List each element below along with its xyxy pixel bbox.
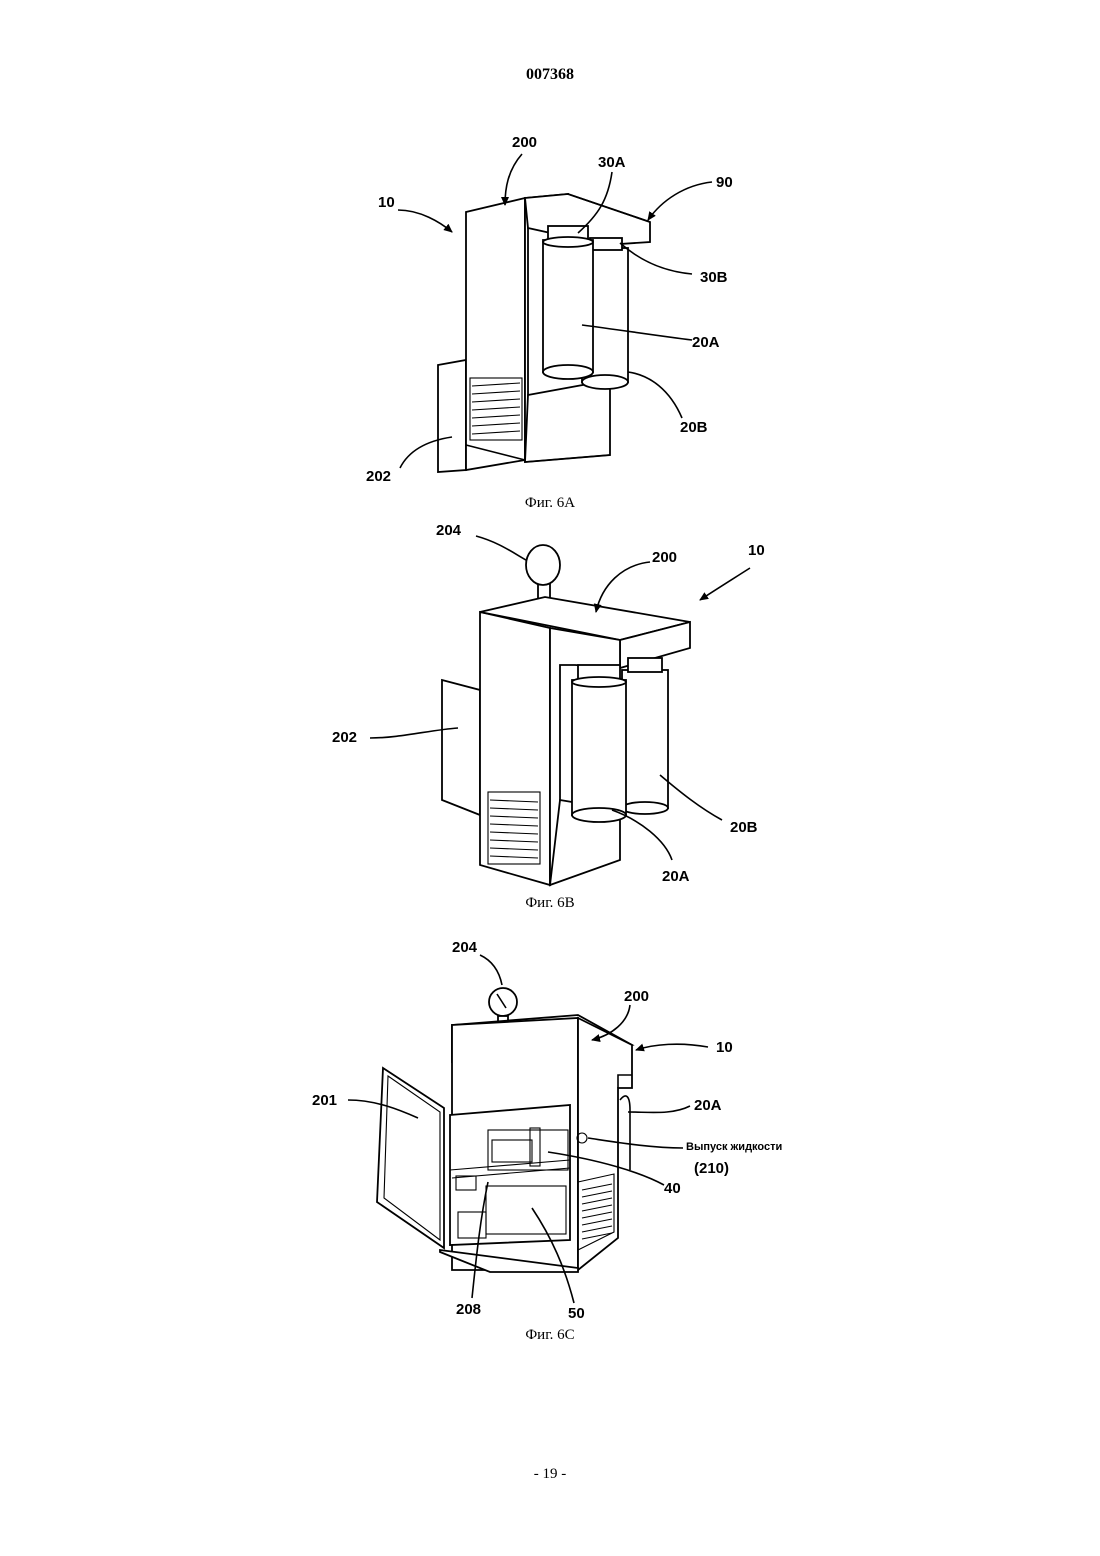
label-90: 90 — [716, 174, 733, 191]
label-202: 202 — [366, 468, 391, 485]
figure-6c: 204 200 10 201 20A Выпуск жидкости (210)… — [0, 935, 1100, 1355]
figure-6a-caption: Фиг. 6A — [0, 495, 1100, 512]
label-50: 50 — [568, 1305, 585, 1322]
figure-6a-drawing: 200 30A 90 10 30B 20A 20B 202 — [0, 120, 1100, 500]
label-20a: 20A — [692, 334, 720, 351]
page-number: - 19 - — [0, 1466, 1100, 1483]
label-210: (210) — [694, 1160, 729, 1177]
label-208: 208 — [456, 1301, 481, 1318]
label-10: 10 — [716, 1039, 733, 1056]
label-200: 200 — [652, 549, 677, 566]
document-number: 007368 — [0, 66, 1100, 84]
label-204: 204 — [452, 939, 478, 956]
label-201: 201 — [312, 1092, 337, 1109]
label-200: 200 — [512, 134, 537, 151]
figure-6c-caption: Фиг. 6C — [0, 1327, 1100, 1344]
label-10: 10 — [378, 194, 395, 211]
label-20b: 20B — [680, 419, 708, 436]
label-202: 202 — [332, 729, 357, 746]
label-20b: 20B — [730, 819, 758, 836]
label-40: 40 — [664, 1180, 681, 1197]
label-liquid-outlet: Выпуск жидкости — [686, 1141, 782, 1153]
figure-6a: 200 30A 90 10 30B 20A 20B 202 Фиг. 6A — [0, 120, 1100, 520]
label-30b: 30B — [700, 269, 728, 286]
label-10: 10 — [748, 542, 765, 559]
figure-6c-drawing: 204 200 10 201 20A Выпуск жидкости (210)… — [0, 935, 1100, 1345]
figure-6b-caption: Фиг. 6B — [0, 895, 1100, 912]
label-20a: 20A — [662, 868, 690, 885]
label-200: 200 — [624, 988, 649, 1005]
figure-6b-drawing: 204 200 10 202 20B 20A — [0, 515, 1100, 915]
label-20a: 20A — [694, 1097, 722, 1114]
figure-6b: 204 200 10 202 20B 20A Фиг. 6B — [0, 515, 1100, 925]
label-30a: 30A — [598, 154, 626, 171]
label-204: 204 — [436, 522, 462, 539]
